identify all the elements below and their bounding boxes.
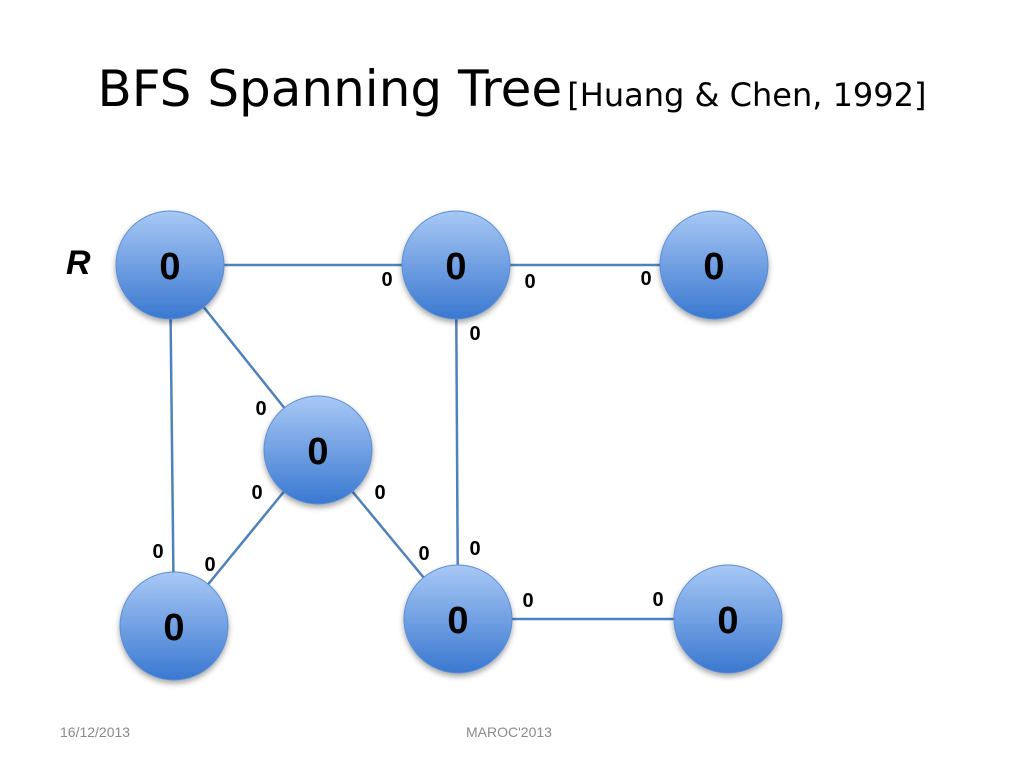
port-label: 0 bbox=[522, 590, 533, 612]
node-label: 0 bbox=[445, 246, 466, 288]
node-label: 0 bbox=[163, 607, 184, 649]
graph-node-n1: 0 bbox=[115, 210, 225, 320]
footer-date: 16/12/2013 bbox=[60, 724, 131, 740]
graph-node-n4: 0 bbox=[263, 395, 373, 505]
node-circle bbox=[403, 564, 513, 674]
port-labels: 0 0 0 0 0 0 0 0 0 0 0 0 0 bbox=[152, 268, 663, 612]
port-label: 0 bbox=[469, 538, 480, 560]
node-circle bbox=[659, 210, 769, 320]
port-label: 0 bbox=[640, 268, 651, 290]
edge-n1-n5 bbox=[168, 264, 176, 627]
node-circle bbox=[119, 571, 229, 681]
port-label: 0 bbox=[381, 269, 392, 291]
graph-node-n2: 0 bbox=[401, 210, 511, 320]
port-label: 0 bbox=[204, 554, 215, 576]
footer-conference: MAROC'2013 bbox=[466, 724, 552, 740]
graph-node-n6: 0 bbox=[403, 564, 513, 674]
port-label: 0 bbox=[251, 482, 262, 504]
port-label: 0 bbox=[418, 543, 429, 565]
node-circle bbox=[401, 210, 511, 320]
port-label: 0 bbox=[652, 589, 663, 611]
port-label: 0 bbox=[152, 541, 163, 563]
title-main: BFS Spanning Tree bbox=[97, 60, 563, 118]
port-label: 0 bbox=[524, 271, 535, 293]
root-label: R bbox=[66, 244, 91, 282]
graph-node-n7: 0 bbox=[673, 564, 783, 674]
node-label: 0 bbox=[717, 600, 738, 642]
node-label: 0 bbox=[159, 246, 180, 288]
edge-n2-n6 bbox=[454, 264, 460, 620]
node-circle bbox=[673, 564, 783, 674]
port-label: 0 bbox=[255, 398, 266, 420]
slide-title: BFS Spanning Tree [Huang & Chen, 1992] bbox=[0, 60, 1024, 118]
node-label: 0 bbox=[307, 431, 328, 473]
nodes: 0 0 0 0 0 0 0 bbox=[115, 210, 783, 681]
graph-node-n3: 0 bbox=[659, 210, 769, 320]
port-label: 0 bbox=[469, 323, 480, 345]
node-label: 0 bbox=[447, 600, 468, 642]
title-citation: [Huang & Chen, 1992] bbox=[567, 76, 927, 114]
graph-node-n5: 0 bbox=[119, 571, 229, 681]
port-label: 0 bbox=[374, 482, 385, 504]
node-label: 0 bbox=[703, 246, 724, 288]
node-circle bbox=[115, 210, 225, 320]
node-circle bbox=[263, 395, 373, 505]
